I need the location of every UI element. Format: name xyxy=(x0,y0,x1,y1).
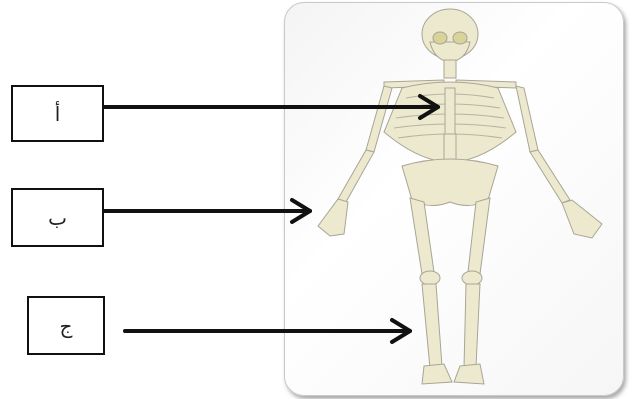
foot-right xyxy=(454,364,484,384)
shin-right xyxy=(464,284,480,368)
label-box-a: أ xyxy=(11,85,104,142)
jaw xyxy=(430,42,470,62)
eye-socket-right xyxy=(453,32,467,44)
knee-right xyxy=(462,271,482,285)
label-a-text: أ xyxy=(55,102,61,126)
foot-left xyxy=(422,364,452,384)
hand-right xyxy=(562,200,602,238)
femur-right xyxy=(468,198,490,274)
upper-arm-left xyxy=(366,86,392,152)
shin-left xyxy=(422,284,442,368)
skeleton-image xyxy=(284,2,624,396)
arrow-b xyxy=(104,200,310,222)
upper-arm-right xyxy=(516,86,538,152)
forearm-left xyxy=(338,150,374,202)
femur-left xyxy=(410,198,434,274)
label-c-text: ج xyxy=(60,314,73,338)
hand-left xyxy=(318,199,348,236)
pelvis xyxy=(402,159,498,206)
knee-left xyxy=(420,271,440,285)
eye-socket-left xyxy=(433,32,447,44)
forearm-right xyxy=(530,150,570,203)
label-b-text: ب xyxy=(48,206,67,230)
neck xyxy=(444,60,456,78)
sternum xyxy=(445,88,455,134)
label-box-c: ج xyxy=(27,296,105,355)
label-box-b: ب xyxy=(11,188,104,247)
